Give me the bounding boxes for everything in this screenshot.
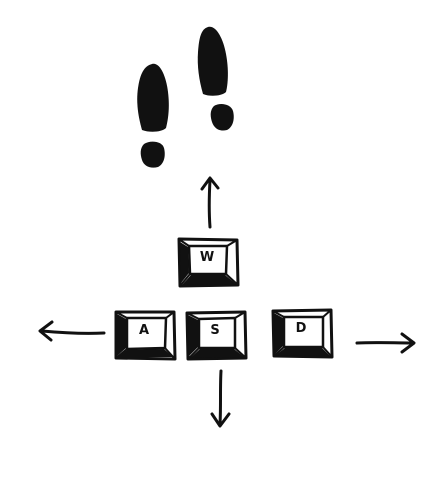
s-key[interactable]: S bbox=[185, 310, 248, 361]
a-key[interactable]: A bbox=[114, 310, 177, 361]
footprints-icon bbox=[137, 26, 234, 168]
arrow-up-icon bbox=[200, 176, 220, 229]
w-key-cap bbox=[177, 237, 240, 288]
arrow-down-icon bbox=[210, 369, 231, 428]
arrow-right-icon bbox=[355, 332, 416, 354]
a-key-label: A bbox=[138, 323, 150, 338]
d-key-label: D bbox=[295, 321, 307, 336]
left-footprint bbox=[137, 63, 169, 168]
s-key-cap bbox=[185, 310, 248, 361]
s-key-label: S bbox=[210, 323, 220, 338]
d-key[interactable]: D bbox=[271, 308, 334, 359]
a-key-cap bbox=[114, 310, 177, 361]
right-footprint bbox=[197, 26, 234, 131]
d-key-cap bbox=[271, 308, 334, 359]
arrow-left-icon bbox=[38, 320, 106, 342]
w-key[interactable]: W bbox=[177, 237, 240, 288]
w-key-label: W bbox=[199, 250, 215, 265]
